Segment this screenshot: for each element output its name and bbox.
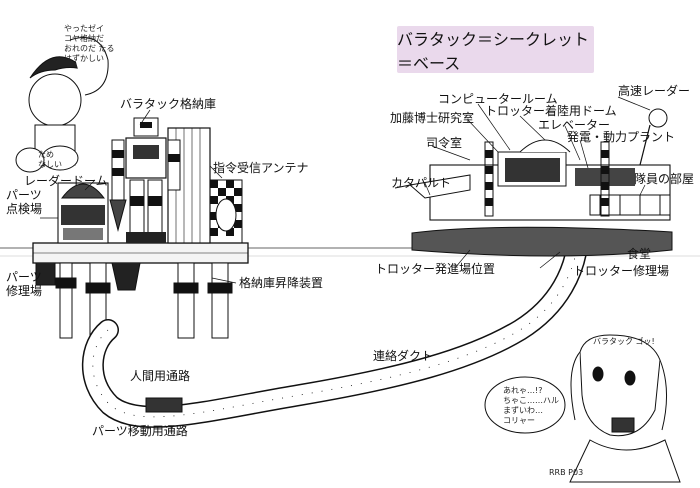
label-trotter-launch: トロッター発進場位置: [375, 262, 496, 276]
label-cafeteria: 食堂: [627, 247, 652, 261]
title-banner: バラタック＝シークレット＝ベース: [397, 26, 594, 73]
radar-dome-structure: [40, 182, 109, 244]
label-parts-repair: パーツ 修理場: [6, 270, 43, 298]
right-character-sketch: [484, 334, 681, 483]
label-trotter-repair: トロッター修理場: [573, 264, 670, 278]
label-baratack-hangar: バラタック格納庫: [120, 97, 217, 111]
left-base-platform: [32, 242, 249, 264]
label-command-antenna: 指令受信アンテナ: [213, 161, 309, 175]
label-command-room: 司令室: [426, 136, 463, 150]
label-elevator: エレベーター: [538, 118, 611, 132]
label-trotter-landing: トロッター着陸用ドーム: [485, 104, 617, 118]
page-title: バラタック＝シークレット＝ベース: [397, 29, 590, 73]
baratack-robot: [109, 117, 181, 243]
speech-bubble-right-top: バラタック ゴッ!: [593, 337, 655, 346]
label-connecting-duct: 連絡ダクト: [373, 349, 434, 363]
label-crew-rooms: 隊員の部屋: [634, 172, 695, 186]
label-parts-inspection: パーツ 点検場: [6, 188, 43, 216]
speech-bubble-left-top: やったゼイ コヤ格納だ おれのだ たる はずかしい: [64, 24, 115, 63]
label-catapult: カタパルト: [391, 176, 452, 190]
label-parts-passage: パーツ移動用通路: [92, 424, 188, 438]
label-radar-dome: レーダードーム: [24, 174, 108, 188]
label-power-plant: 発電・動力プラント: [567, 130, 676, 144]
connecting-duct: [81, 229, 589, 428]
label-human-passage: 人間用通路: [130, 369, 191, 383]
label-high-speed-radar: 高速レーダー: [618, 84, 691, 98]
leader-lines: [84, 96, 651, 284]
speech-bubble-left-mid: ため なしい: [38, 150, 62, 169]
label-computer-room: コンピュータールーム: [438, 92, 558, 106]
left-character-sketch: [15, 37, 109, 173]
base-pillars: [35, 262, 233, 344]
label-kato-lab: 加藤博士研究室: [390, 111, 475, 125]
label-hangar-lift: 格納庫昇降装置: [239, 276, 324, 290]
right-base-complex: [394, 108, 673, 257]
artist-signature: RRB P03: [549, 468, 584, 477]
speech-bubble-right-mid: あれゃ…!? ちゃこ……ハル まずいわ… コリャー: [503, 386, 559, 425]
